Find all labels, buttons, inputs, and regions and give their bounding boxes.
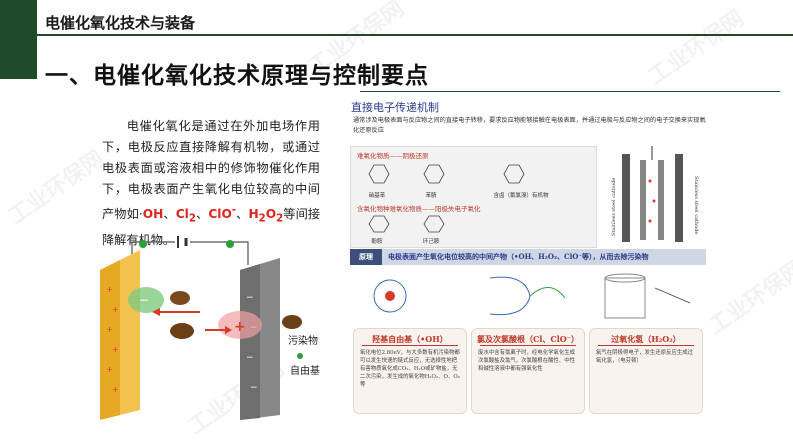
cl2-sub: 2: [188, 213, 196, 225]
page-title: 一、电催化氧化技术原理与控制要点: [45, 63, 429, 89]
watermark: 工业环保网: [704, 256, 793, 340]
principle-bar: 原理 电极表面产生氧化电位较高的中间产物（•OH、H₂O₂、ClO⁻等），从而去…: [350, 249, 706, 265]
svg-text:−: −: [250, 383, 258, 393]
svg-text:−: −: [246, 293, 254, 303]
card-title: 过氧化氢（H₂O₂）: [611, 334, 681, 344]
oh-term: OH: [142, 207, 164, 222]
figure-description: 通常涉及电极表面与反应物之间的直接电子转移，要求反应物能够接触在电极表面，并通过…: [353, 117, 706, 134]
oxidation-molecules: [368, 215, 445, 233]
electrolysis-diagram: +++ +++ −−−− − + 污染物 自由基: [100, 236, 320, 420]
mechanism-diagrams: [373, 273, 691, 319]
svg-text:+: +: [112, 305, 119, 314]
principle-tag: 原理: [350, 249, 382, 265]
svg-text:+: +: [106, 365, 113, 374]
card-hydroxyl: 羟基自由基（•OH） 氧化电位2.80eV，与大多数有机污染物都可以发生快速的链…: [353, 328, 467, 414]
card-title: 羟基自由基（•OH）: [372, 334, 448, 344]
reactor-schematic: Stainless steel cathode Stainless steel …: [611, 146, 699, 242]
card-body: 氧气在阴极得电子，发生还原反应生成过氧化氢，（电芬顿）: [596, 350, 694, 364]
svg-text:−: −: [139, 293, 149, 307]
h2o2-h: H: [248, 207, 259, 222]
clo-sup: -: [231, 205, 237, 216]
card-title: 氯及次氯酸根（Cl、ClO⁻）: [476, 334, 579, 344]
legend-pollutant-label: 污染物: [288, 334, 318, 347]
clo-term: ClO-: [208, 205, 237, 222]
card-body: 氧化电位2.80eV，与大多数有机污染物都可以发生快速的链式反应，无选择性地把有…: [360, 350, 460, 388]
watermark: 工业环保网: [4, 146, 109, 230]
mol-label: 苯腈: [425, 193, 437, 199]
card-divider: [480, 345, 576, 346]
h2o2-sub1: 2: [258, 213, 266, 225]
paragraph-text: 电催化氧化是通过在外加电场作用下，电极反应直接降解有机物，或通过电极表面或溶液相…: [102, 119, 320, 222]
h2o2-o: O: [265, 207, 277, 222]
svg-text:+: +: [234, 319, 246, 335]
cl2-term: Cl2: [175, 207, 196, 224]
svg-text:+: +: [112, 345, 119, 354]
cathode-right-label: Stainless steel cathode: [693, 176, 699, 234]
svg-text:−: −: [246, 353, 254, 363]
radical-legend-icon: [297, 353, 303, 359]
reduction-title: 难氧化物质——阴极还原: [357, 152, 429, 160]
card-peroxide: 过氧化氢（H₂O₂） 氧气在阴极得电子，发生还原反应生成过氧化氢，（电芬顿）: [589, 328, 703, 414]
card-chlorine: 氯及次氯酸根（Cl、ClO⁻） 废水中含有氯离子时，经电化学氧化生成次氯酸盐及氯…: [471, 328, 585, 414]
mol-label: 硝基苯: [368, 193, 386, 199]
separator: 、: [195, 207, 209, 222]
h2o2-sub2: 2: [276, 213, 284, 225]
card-divider: [362, 345, 458, 346]
paragraph-tail: 等间接降解有机物。: [102, 207, 321, 247]
header-divider: [37, 34, 793, 36]
h2o2-term: H2O2: [248, 207, 283, 224]
mol-label: 含卤（氟氯溴）有机物: [493, 193, 549, 199]
intro-paragraph: 电催化氧化是通过在外加电场作用下，电极反应直接降解有机物，或通过电极表面或溶液相…: [102, 116, 320, 251]
svg-text:+: +: [106, 325, 113, 334]
title-rule: [360, 91, 780, 92]
separator: 、: [236, 207, 249, 222]
watermark: 工业环保网: [644, 6, 749, 90]
pollutant-legend-icon: [282, 315, 302, 329]
oxidation-title: 含氧化物种难氧化物质——阳极失电子氧化: [357, 205, 481, 213]
separator: 、: [163, 207, 176, 222]
legend-radical-label: 自由基: [290, 364, 320, 377]
card-divider: [598, 345, 694, 346]
cathode-left-label: Stainless steel cathode: [611, 178, 617, 236]
cl2-base: Cl: [175, 207, 189, 222]
header-title: 电催化氧化技术与装备: [45, 14, 196, 32]
mechanism-figure: 直接电子传递机制 通常涉及电极表面与反应物之间的直接电子转移，要求反应物能够接触…: [345, 96, 710, 414]
principle-text: 电极表面产生氧化电位较高的中间产物（•OH、H₂O₂、ClO⁻等），从而去除污染…: [388, 252, 649, 261]
mol-label: 环己胺: [422, 239, 440, 245]
molecules-panel: 难氧化物质——阴极还原 硝基苯 苯腈 含卤（氟氯溴）有机物 含氧化物种难氧化物质…: [350, 146, 597, 248]
reduction-molecules: [368, 164, 525, 184]
figure-title: 直接电子传递机制: [351, 101, 439, 114]
svg-text:+: +: [112, 385, 119, 394]
svg-text:+: +: [106, 285, 113, 294]
mol-label: 酚胺: [371, 239, 383, 245]
card-body: 废水中含有氯离子时，经电化学氧化生成次氯酸盐及氯气，次氯酸根在酸性、中性和碱性溶…: [478, 350, 576, 372]
header-accent-block: [0, 0, 37, 79]
clo-base: ClO: [208, 207, 232, 222]
